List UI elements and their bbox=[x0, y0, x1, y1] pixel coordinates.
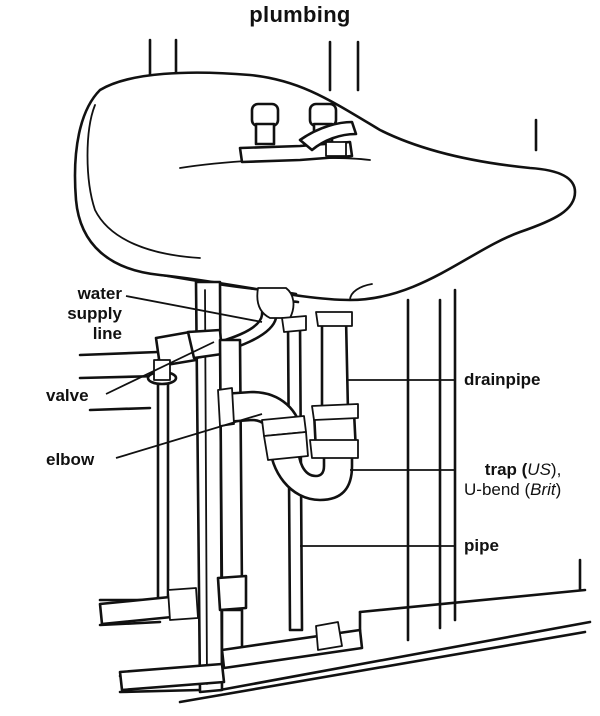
label-line: line bbox=[92, 324, 122, 343]
leader-lines bbox=[105, 295, 454, 547]
ubend-brit: Brit bbox=[530, 480, 556, 499]
label-supply: supply bbox=[67, 304, 122, 323]
label-trap: trap (US), bbox=[464, 460, 562, 480]
label-trap-ubend: trap (US), U-bend (Brit) bbox=[464, 460, 561, 500]
trap-text-1: trap ( bbox=[484, 460, 528, 479]
leader-valve bbox=[105, 341, 215, 395]
diagram-title: plumbing bbox=[249, 2, 351, 27]
ubend-text-1: U-bend ( bbox=[464, 480, 531, 499]
left-support-column bbox=[156, 280, 224, 694]
leader-water-supply-line bbox=[125, 295, 263, 323]
trap-text-2: ), bbox=[550, 460, 562, 479]
label-elbow: elbow bbox=[46, 450, 95, 469]
label-valve: valve bbox=[46, 386, 89, 405]
faucet bbox=[238, 102, 358, 164]
label-pipe: pipe bbox=[464, 536, 499, 555]
trap-us: US bbox=[527, 460, 551, 479]
label-ubend: U-bend (Brit) bbox=[464, 480, 561, 500]
ubend-text-2: ) bbox=[555, 480, 562, 499]
drainpipe-and-trap-drawing bbox=[263, 311, 359, 502]
label-drainpipe: drainpipe bbox=[464, 370, 541, 389]
supply-pipes bbox=[98, 315, 364, 692]
label-water-supply-line: water supply line bbox=[67, 284, 122, 344]
leader-elbow bbox=[115, 413, 263, 459]
label-water: water bbox=[77, 284, 122, 303]
